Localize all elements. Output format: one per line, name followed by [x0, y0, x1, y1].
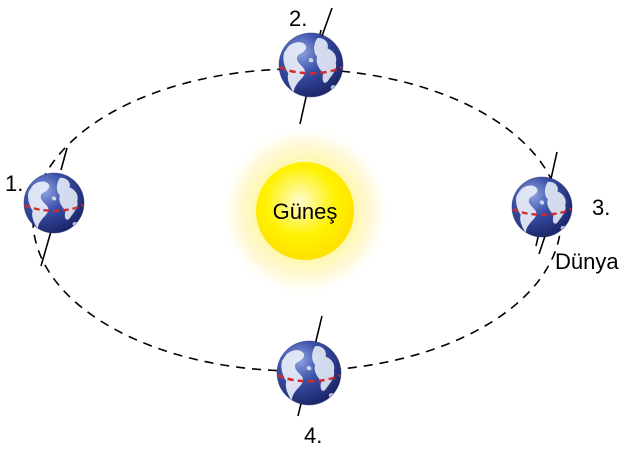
earth-globe-1	[23, 172, 85, 234]
position-label-4: 4.	[304, 423, 322, 448]
earth-position-1	[23, 147, 85, 267]
earth-position-3	[511, 151, 573, 255]
earth-label: Dünya	[555, 249, 619, 274]
sun: Güneş	[219, 125, 391, 297]
position-label-1: 1.	[5, 171, 23, 196]
sun-core	[256, 162, 354, 260]
earth-axis-bottom-3	[538, 235, 546, 255]
sun-label: Güneş	[273, 199, 338, 224]
position-label-2: 2.	[289, 6, 307, 31]
earth-globe-3	[511, 176, 573, 238]
earth-axis-top-1	[60, 147, 68, 171]
earth-globe-2	[278, 32, 344, 98]
position-label-3: 3.	[592, 195, 610, 220]
earth-globe-4	[276, 340, 342, 406]
earth-axis-top-2	[321, 7, 333, 37]
earth-position-2	[278, 7, 344, 125]
earth-position-4	[276, 315, 342, 417]
